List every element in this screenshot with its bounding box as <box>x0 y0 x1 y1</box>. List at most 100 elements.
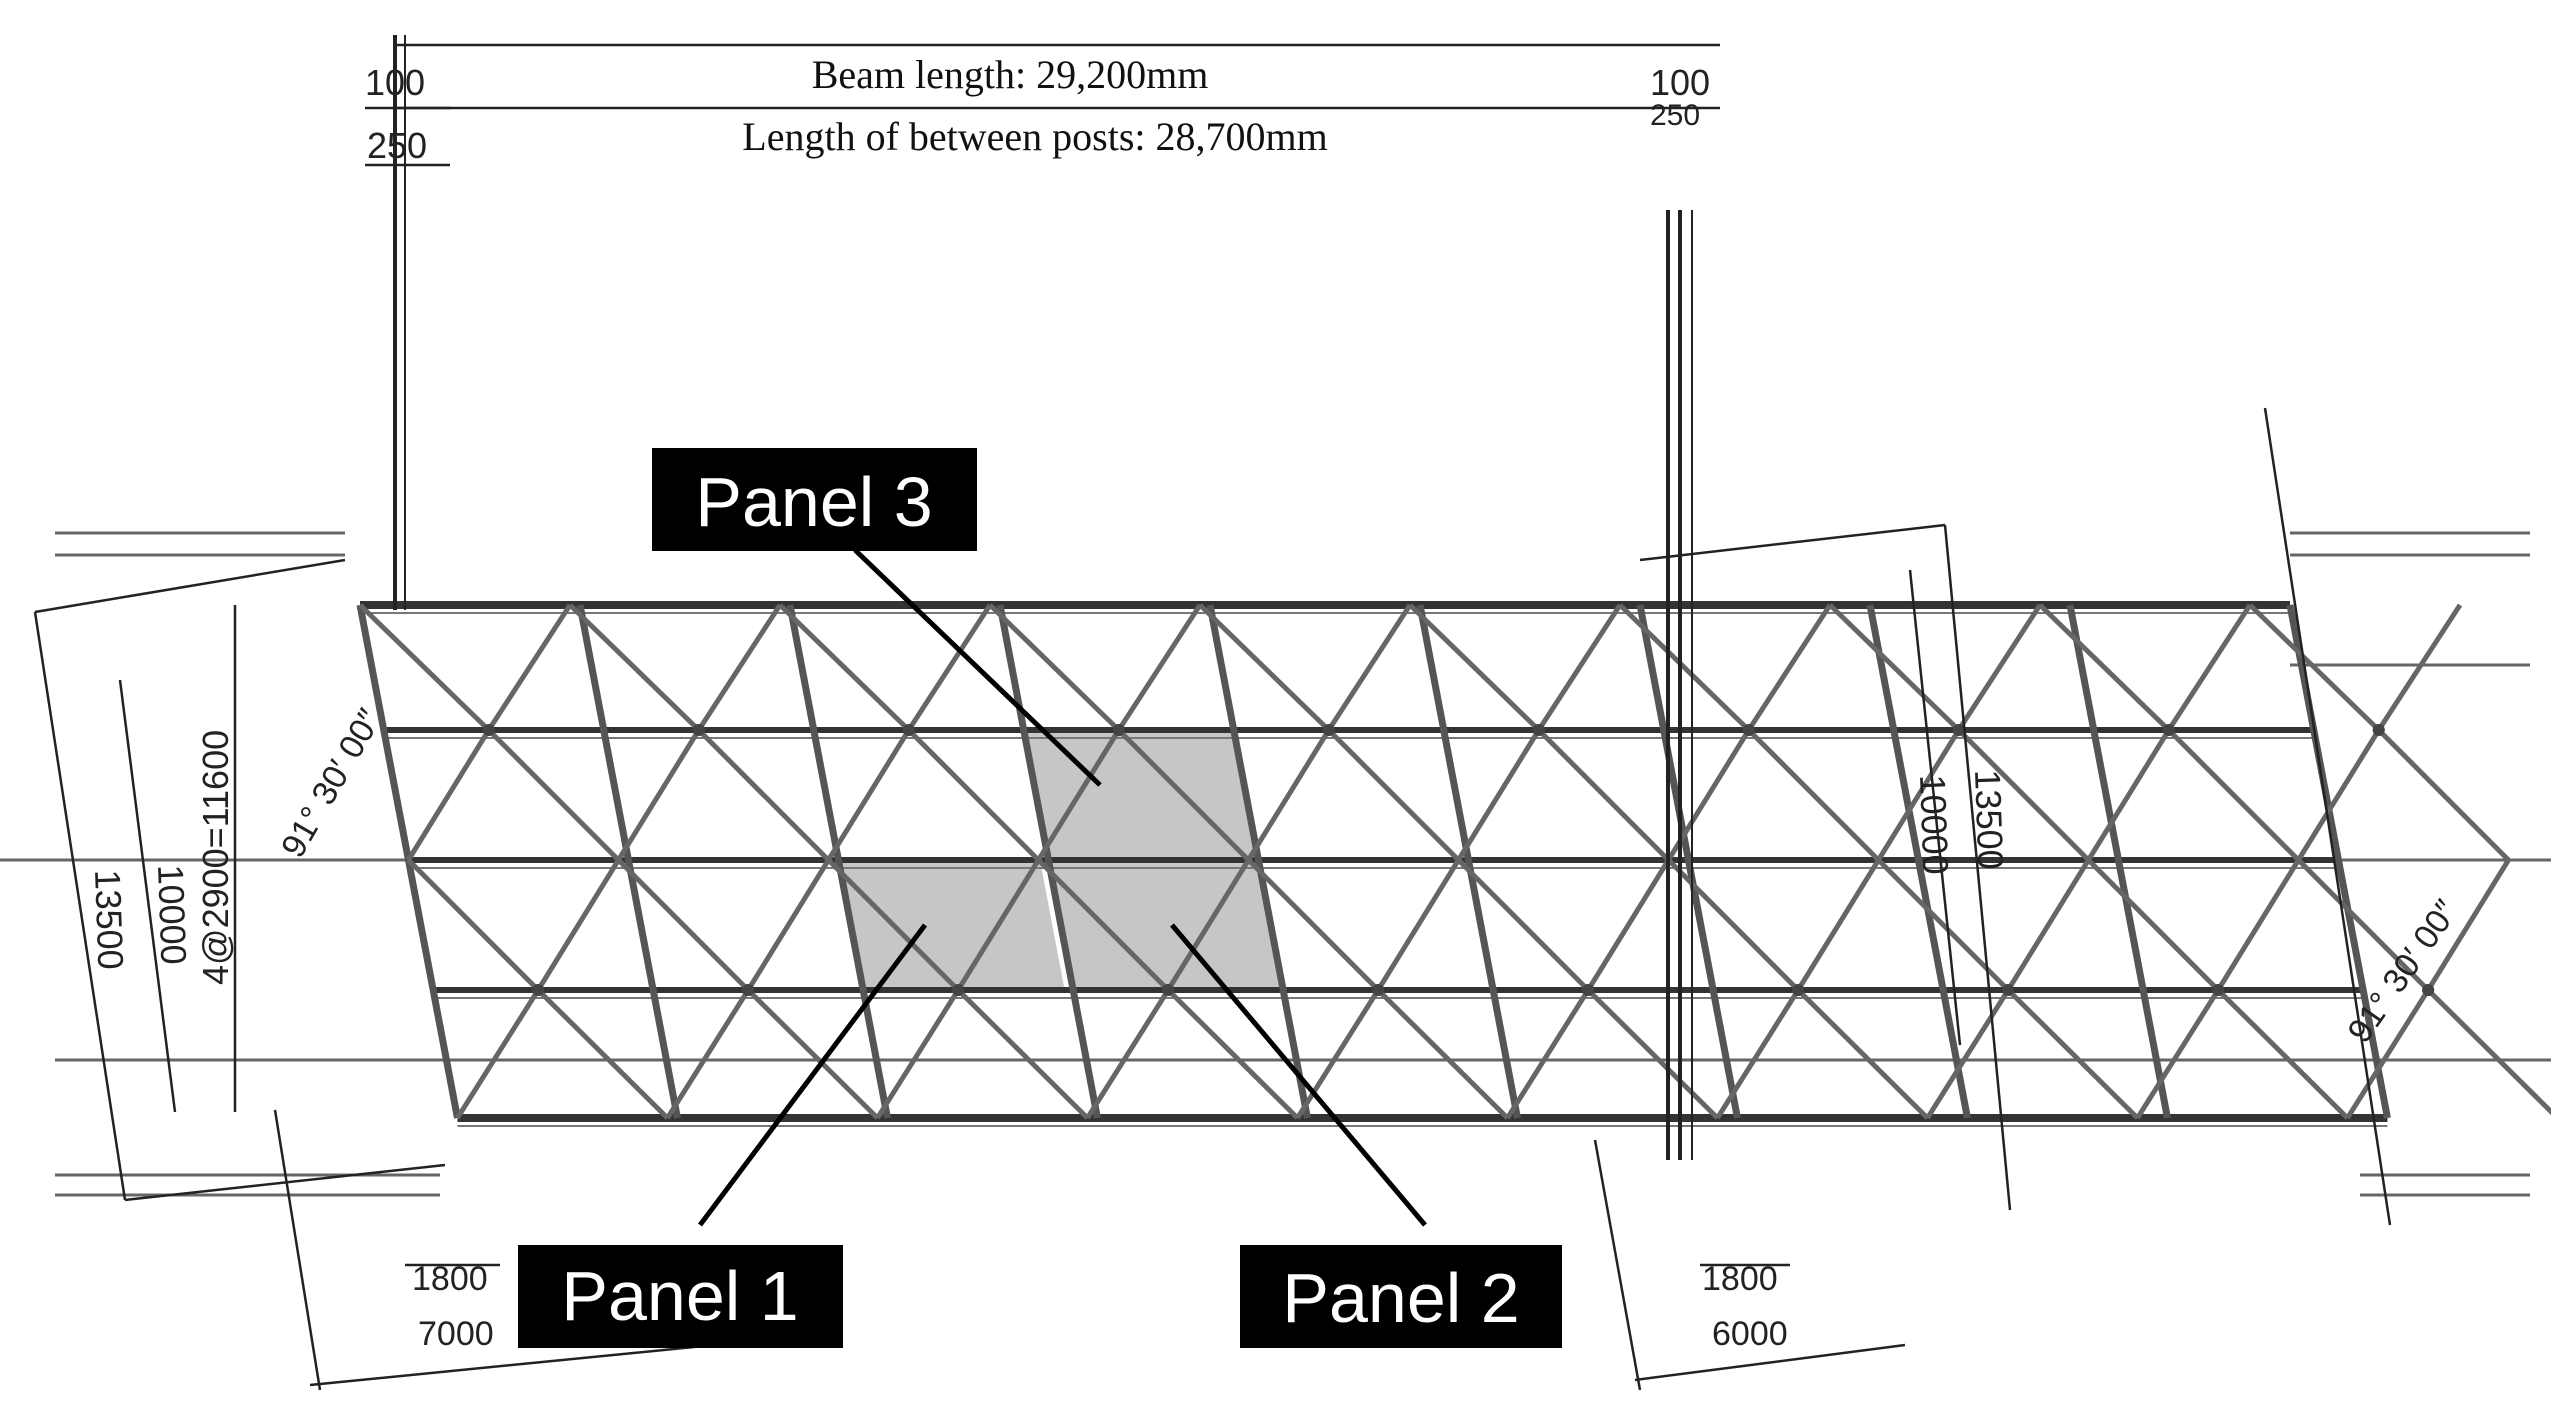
callout-panel-3: Panel 3 <box>652 448 977 551</box>
panel-2-area <box>1050 860 1280 992</box>
truss-joint <box>1162 984 1175 996</box>
diagonal-brace <box>988 603 1121 732</box>
diagonal-brace <box>1116 603 1203 732</box>
left-skew-edge <box>124 1163 446 1202</box>
diagonal-brace <box>2426 988 2551 1116</box>
right-dim-10000: 10000 <box>1912 774 1956 875</box>
truss-members <box>356 601 2551 1127</box>
cross-beam <box>786 604 891 1119</box>
diagonal-brace <box>2376 728 2511 862</box>
diagonal-brace <box>1198 603 1331 732</box>
diagonal-brace <box>956 858 1041 992</box>
diagonal-brace <box>1796 858 1881 992</box>
diagonal-brace <box>1116 728 1251 862</box>
extension-line <box>273 1109 322 1391</box>
diagonal-brace <box>2166 728 2301 862</box>
cross-beam <box>1206 604 1311 1119</box>
truss-joint <box>482 724 495 736</box>
right-skew-line <box>2263 407 2392 1226</box>
bottom-6000-dim <box>1634 1343 1906 1382</box>
truss-joint <box>1792 984 1805 996</box>
diagonal-brace <box>2086 728 2171 862</box>
right-skew-edge <box>1639 523 1946 562</box>
diagonal-brace <box>875 988 961 1120</box>
diagonal-brace <box>1796 988 1930 1120</box>
diagonal-brace <box>1456 858 1590 992</box>
truss-joint <box>742 984 755 996</box>
diagonal-brace <box>696 603 783 732</box>
extension-line <box>1593 1139 1642 1391</box>
right-10000-dim <box>1908 569 1962 1046</box>
panel-1-area <box>835 860 1065 992</box>
diagonal-brace <box>1376 858 1461 992</box>
cross-beam <box>996 604 1101 1119</box>
diagonal-brace <box>2248 603 2381 732</box>
left-skew-edge <box>34 558 346 614</box>
diagonal-brace <box>1246 858 1380 992</box>
diagonal-brace <box>536 858 621 992</box>
top-left-dim-100: 100 <box>365 62 425 103</box>
diagonal-brace <box>1828 603 1961 732</box>
left-13500-dim <box>33 611 127 1201</box>
diagonal-brace <box>1876 728 1961 862</box>
dimension-lines <box>33 35 2392 1391</box>
cross-beam <box>1636 604 1741 1119</box>
diagonal-brace <box>2135 988 2221 1120</box>
truss-joint <box>2212 984 2225 996</box>
panel1-box <box>518 1245 843 1348</box>
diagonal-brace <box>2006 988 2140 1120</box>
truss-joint <box>532 984 545 996</box>
diagonal-brace <box>826 858 960 992</box>
diagonal-brace <box>1505 988 1591 1120</box>
truss-joint <box>692 724 705 736</box>
diagonal-brace <box>2345 988 2431 1120</box>
panel1-label: Panel 1 <box>561 1257 798 1335</box>
diagonal-brace <box>778 603 911 732</box>
cross-beam <box>1416 604 1521 1119</box>
truss-joint <box>1532 724 1545 736</box>
truss-joint <box>902 724 915 736</box>
diagonal-brace <box>616 728 701 862</box>
diagonal-brace <box>2166 603 2253 732</box>
diagonal-brace <box>1956 728 2091 862</box>
diagonal-brace <box>1036 728 1121 862</box>
diagonal-brace <box>1586 858 1671 992</box>
diagonal-brace <box>956 988 1090 1120</box>
cross-beam <box>1866 604 1971 1119</box>
left-angle-label: 91° 30′ 00″ <box>274 703 389 864</box>
panel1-leader <box>698 923 927 1227</box>
top-left-dim-250: 250 <box>367 125 427 166</box>
truss-joint <box>1322 724 1335 736</box>
diagonal-brace <box>568 603 701 732</box>
diagonal-brace <box>1166 858 1251 992</box>
top-right-dim-250: 250 <box>1650 99 1700 132</box>
truss-joint <box>1952 724 1965 736</box>
diagonal-brace <box>826 728 911 862</box>
diagonal-brace <box>406 728 491 862</box>
diagonal-brace <box>486 728 621 862</box>
right-dim-13500: 13500 <box>1967 769 2011 870</box>
callout-leaders <box>698 548 1427 1227</box>
diagonal-brace <box>455 988 541 1120</box>
diagonal-brace <box>1956 603 2043 732</box>
diagonal-brace <box>746 988 880 1120</box>
right-13500-dim <box>1943 524 2012 1211</box>
diagonal-brace <box>1746 728 1881 862</box>
diagonal-brace <box>1456 728 1541 862</box>
panel2-box <box>1240 1245 1562 1348</box>
diagonal-brace <box>1618 603 1751 732</box>
cross-beam <box>2066 604 2171 1119</box>
diagonal-brace <box>536 988 670 1120</box>
diagonal-brace <box>1536 728 1671 862</box>
diagonal-brace <box>2006 858 2091 992</box>
highlighted-panels <box>835 728 1280 992</box>
diagonal-brace <box>2296 728 2381 862</box>
truss-joint <box>1112 724 1125 736</box>
panel-3-area <box>1025 728 1255 860</box>
beam-length-label: Beam length: 29,200mm <box>812 52 1209 97</box>
diagonal-brace <box>1376 988 1510 1120</box>
diagonal-brace <box>406 858 540 992</box>
diagonal-brace <box>1746 603 1833 732</box>
